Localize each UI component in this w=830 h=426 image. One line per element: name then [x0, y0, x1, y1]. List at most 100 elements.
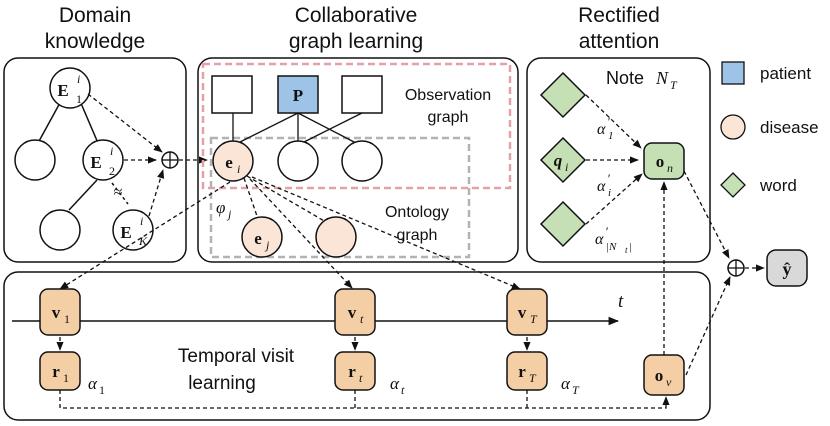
legend-patient-swatch — [721, 61, 745, 85]
arrow-ov-to-sum — [685, 276, 731, 376]
alpha1-base: α — [597, 121, 606, 138]
domain-ek-sub: K — [138, 234, 148, 248]
alphan-sub3: | — [629, 241, 632, 253]
observation-square-left — [211, 75, 253, 114]
arrow-ek-to-sum — [148, 169, 165, 217]
temporal-panel — [3, 271, 711, 421]
ov-sub: v — [666, 375, 672, 389]
alphan-sub: |N — [606, 241, 617, 253]
ei-sub: i — [237, 162, 240, 176]
domain-node-leaf-left — [14, 139, 56, 181]
domain-e2-sup: i — [110, 144, 113, 158]
visit-repr-r1 — [39, 351, 81, 391]
observation-graph-box — [201, 62, 512, 190]
legend: patient disease word — [720, 61, 819, 198]
qi-sub: i — [565, 160, 568, 174]
legend-disease-swatch — [720, 114, 746, 140]
graph-title-line2: graph learning — [289, 30, 423, 53]
attention-panel — [526, 57, 711, 263]
ontology-label-line1: Ontology — [385, 204, 449, 221]
visit-repr-rt — [334, 351, 376, 391]
v1-base: v — [52, 303, 61, 322]
domain-e1-base: E — [57, 81, 68, 100]
a1-base: α — [88, 374, 98, 393]
domain-title-line1: Domain — [59, 4, 131, 27]
arrow-word1-to-on — [585, 94, 642, 149]
vT-base: v — [518, 303, 527, 322]
phi-base: φ — [216, 198, 225, 217]
vT-sub: T — [530, 312, 538, 326]
arrow-on-to-sum — [683, 170, 730, 259]
a1-sub: 1 — [99, 383, 105, 397]
time-label: t — [618, 291, 624, 312]
rT-base: r — [518, 362, 526, 381]
observation-label-line2: graph — [428, 109, 469, 126]
visit-node-vT — [506, 288, 548, 336]
alpha1-prime: ′ — [607, 114, 610, 129]
domain-e1-sub: 1 — [76, 92, 82, 106]
arrow-ei-to-v1 — [59, 181, 231, 290]
patient-node-label: P — [293, 86, 303, 105]
word-node-qi — [539, 136, 587, 184]
temporal-label-line1: Temporal visit — [178, 346, 295, 367]
disease-node-ei — [212, 140, 254, 182]
legend-word-label: word — [759, 176, 797, 195]
disease-node-ej — [241, 216, 283, 258]
alphai-sub: i — [608, 187, 611, 199]
on-sub: n — [667, 161, 673, 175]
ov-base: o — [655, 366, 664, 385]
phi-sub: j — [226, 207, 232, 221]
graph-panel — [197, 57, 519, 263]
domain-e2-base: E — [90, 153, 101, 172]
word-node-1 — [539, 71, 587, 119]
legend-word-swatch — [720, 172, 746, 198]
arrow-ei-to-vt — [249, 178, 353, 289]
r1-sub: 1 — [63, 371, 69, 385]
alphai-base: α — [597, 178, 606, 195]
alphan-sub2: t — [625, 245, 628, 255]
disease-node-ontology — [315, 216, 357, 258]
r1-base: r — [52, 362, 60, 381]
alphan-base: α — [595, 231, 604, 248]
domain-e1-sup: i — [77, 72, 80, 86]
graph-title-line1: Collaborative — [295, 4, 418, 27]
at-base: α — [390, 374, 400, 393]
omission-mark: ≈ — [114, 184, 123, 201]
arrow-e1-to-sum — [87, 93, 163, 153]
legend-disease-label: disease — [760, 118, 819, 137]
rT-sub: T — [529, 371, 537, 385]
alphai-prime: ′ — [607, 171, 610, 186]
ej-base: e — [254, 229, 262, 248]
ei-base: e — [225, 153, 233, 172]
domain-title-line2: knowledge — [45, 30, 145, 53]
alpha1-sub: 1 — [608, 130, 614, 142]
note-sub: T — [670, 78, 678, 92]
note-base: N — [655, 68, 669, 88]
ontology-label-line2: graph — [397, 227, 438, 244]
aT-base: α — [561, 374, 571, 393]
visit-repr-rT — [506, 351, 548, 391]
domain-node-leaf-bottom — [39, 209, 81, 251]
domain-ek-base: E — [120, 223, 131, 242]
qi-base: q — [554, 151, 563, 170]
ej-sub: j — [264, 238, 270, 252]
observation-label-line1: Observation — [405, 87, 491, 104]
prediction-output — [766, 249, 808, 287]
at-sub: t — [401, 383, 405, 397]
arrow-wordn-to-on — [585, 173, 643, 225]
aT-sub: T — [572, 383, 580, 397]
attention-title-line2: attention — [579, 30, 660, 53]
attention-title-line1: Rectified — [578, 4, 660, 27]
alphan-prime: ′ — [605, 224, 608, 239]
rt-sub: t — [359, 371, 363, 385]
observation-circle-mid — [277, 140, 319, 182]
prediction-output-label: ŷ — [783, 259, 792, 279]
rt-base: r — [348, 362, 356, 381]
patient-node — [277, 75, 319, 114]
note-output-on — [643, 142, 685, 180]
domain-node-e1 — [49, 67, 91, 109]
vt-base: v — [348, 303, 357, 322]
domain-node-ek — [112, 209, 154, 251]
observation-square-right — [341, 75, 383, 114]
